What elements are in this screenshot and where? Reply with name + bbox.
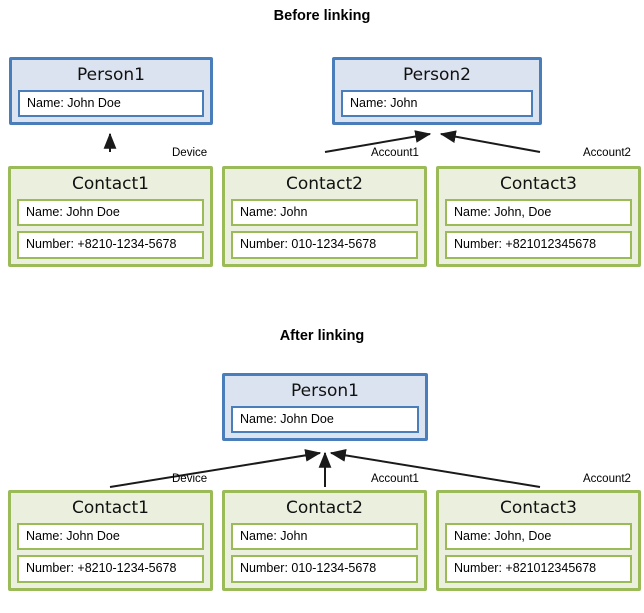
after-contact3-box[interactable]: Contact3 Name: John, Doe Number: +821012… [436,490,641,591]
before-contact3-box[interactable]: Contact3 Name: John, Doe Number: +821012… [436,166,641,267]
after-contact1-field-number: Number: +8210-1234-5678 [17,555,204,583]
after-contact3-field-number: Number: +821012345678 [445,555,632,583]
edge-after-contact3-to-person1 [329,449,541,488]
before-edge-label-device: Device [172,147,208,159]
before-edge-label-account2: Account2 [583,147,631,159]
after-person1-box[interactable]: Person1 Name: John Doe [222,373,428,442]
section-title-after-linking: After linking [279,328,365,344]
before-contact3-field-number: Number: +821012345678 [445,231,632,259]
edge-after-contact1-to-person1 [109,449,322,488]
after-contact2-field-name: Name: John [231,523,418,551]
after-contact1-box[interactable]: Contact1 Name: John Doe Number: +8210-12… [8,490,213,591]
after-contact1-title: Contact1 [72,498,149,518]
before-contact2-field-number: Number: 010-1234-5678 [231,231,418,259]
before-contact1-field-name: Name: John Doe [17,199,204,227]
after-contact3-field-name: Name: John, Doe [445,523,632,551]
before-edge-label-account1: Account1 [371,147,419,159]
before-person1-title: Person1 [77,65,145,85]
after-contact2-field-number: Number: 010-1234-5678 [231,555,418,583]
after-contact3-title: Contact3 [500,498,577,518]
before-contact3-field-name: Name: John, Doe [445,199,632,227]
after-edge-label-account1: Account1 [371,473,419,485]
before-person2-field-name: Name: John [341,90,533,118]
before-contact1-title: Contact1 [72,174,149,194]
after-person1-title: Person1 [291,381,359,401]
before-contact2-box[interactable]: Contact2 Name: John Number: 010-1234-567… [222,166,427,267]
before-person1-box[interactable]: Person1 Name: John Doe [9,57,213,126]
before-person2-box[interactable]: Person2 Name: John [332,57,542,126]
before-person1-field-name: Name: John Doe [18,90,204,118]
before-contact1-field-number: Number: +8210-1234-5678 [17,231,204,259]
after-contact2-box[interactable]: Contact2 Name: John Number: 010-1234-567… [222,490,427,591]
after-person1-field-name: Name: John Doe [231,406,419,434]
before-person2-title: Person2 [403,65,471,85]
edge-before-contact3-to-person2 [439,130,541,153]
before-contact1-box[interactable]: Contact1 Name: John Doe Number: +8210-12… [8,166,213,267]
before-contact3-title: Contact3 [500,174,577,194]
after-contact1-field-name: Name: John Doe [17,523,204,551]
before-contact2-field-name: Name: John [231,199,418,227]
before-contact2-title: Contact2 [286,174,363,194]
after-edge-label-device: Device [172,473,208,485]
after-contact2-title: Contact2 [286,498,363,518]
after-edge-label-account2: Account2 [583,473,631,485]
section-title-before-linking: Before linking [273,8,371,24]
